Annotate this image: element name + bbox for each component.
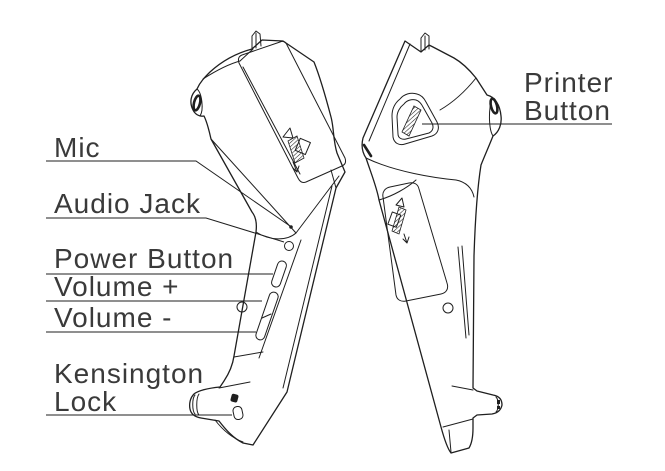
mic-label: Mic: [54, 132, 101, 163]
mic-hole-dot: [289, 225, 293, 229]
right-device-drawing: [361, 32, 503, 454]
right-head-crease-1: [439, 77, 477, 111]
volume-rocker-notch: [261, 313, 272, 319]
right-side-seam-2: [461, 245, 470, 336]
right-neck-crease-1: [365, 157, 475, 198]
callout-leader-lines: [46, 123, 612, 416]
left-lower-crease-1: [233, 351, 264, 358]
left-ear-bump-line: [196, 88, 203, 117]
right-screw-hole: [442, 302, 454, 314]
kensington-lock-label-line2: Lock: [54, 386, 117, 417]
right-foot-mark-1: [497, 400, 500, 404]
left-screw-hole: [236, 301, 248, 313]
left-neck-crease-1: [210, 138, 297, 234]
left-foot-mark: [230, 393, 239, 403]
audio-jack-leader-line: [46, 217, 285, 243]
power-button-shape: [271, 260, 287, 288]
kensington-lock-slot: [232, 405, 244, 421]
left-display-slab: [237, 40, 347, 183]
left-side-strip-line: [258, 239, 302, 359]
audio-jack-hole: [284, 241, 294, 251]
battery-cover-panel: [382, 182, 449, 302]
left-bottom-inner-line: [214, 419, 244, 443]
printer-button-label-line1: Printer: [524, 67, 613, 98]
right-lower-crease-1: [451, 385, 474, 391]
left-neck-crease-3: [295, 175, 340, 234]
right-slab-accent: [362, 143, 373, 158]
audio-jack-label: Audio Jack: [54, 188, 201, 219]
left-speaker-icon: [192, 94, 202, 112]
left-lower-crease-2: [218, 381, 251, 389]
right-foot-mark-2: [497, 406, 500, 409]
right-lower-crease-2: [442, 418, 474, 428]
left-top-ridge-line: [202, 60, 241, 80]
volume-rocker-shape: [255, 291, 279, 341]
printer-button-shape: [391, 92, 439, 146]
right-slab-edge-line: [368, 43, 411, 142]
kensington-lock-label-line1: Kensington: [54, 358, 204, 389]
callout-labels: Mic Audio Jack Power Button Volume + Vol…: [54, 67, 613, 417]
right-speaker-icon: [489, 97, 499, 115]
right-side-seam-1: [457, 246, 467, 339]
volume-plus-label: Volume +: [54, 271, 180, 302]
left-slab-edge-line: [242, 66, 301, 175]
left-side-inner-edge: [282, 185, 333, 389]
eject-arrow-icon: [387, 197, 410, 244]
left-foot-rib-1: [192, 394, 196, 415]
left-slab-corner-line: [239, 48, 254, 62]
power-button-label: Power Button: [54, 243, 234, 274]
right-device-outline: [361, 40, 503, 454]
left-flap-crease: [330, 169, 337, 189]
printer-icon: [282, 127, 311, 173]
volume-minus-label: Volume -: [54, 302, 173, 333]
right-foot-rib: [495, 396, 499, 413]
left-foot-rib-2: [196, 393, 200, 416]
right-tip-line: [448, 429, 452, 453]
right-neck-crease-2: [378, 179, 417, 201]
left-device-drawing: [188, 30, 347, 446]
printer-button-label-line2: Button: [524, 95, 611, 126]
mic-leader-line: [46, 160, 291, 227]
